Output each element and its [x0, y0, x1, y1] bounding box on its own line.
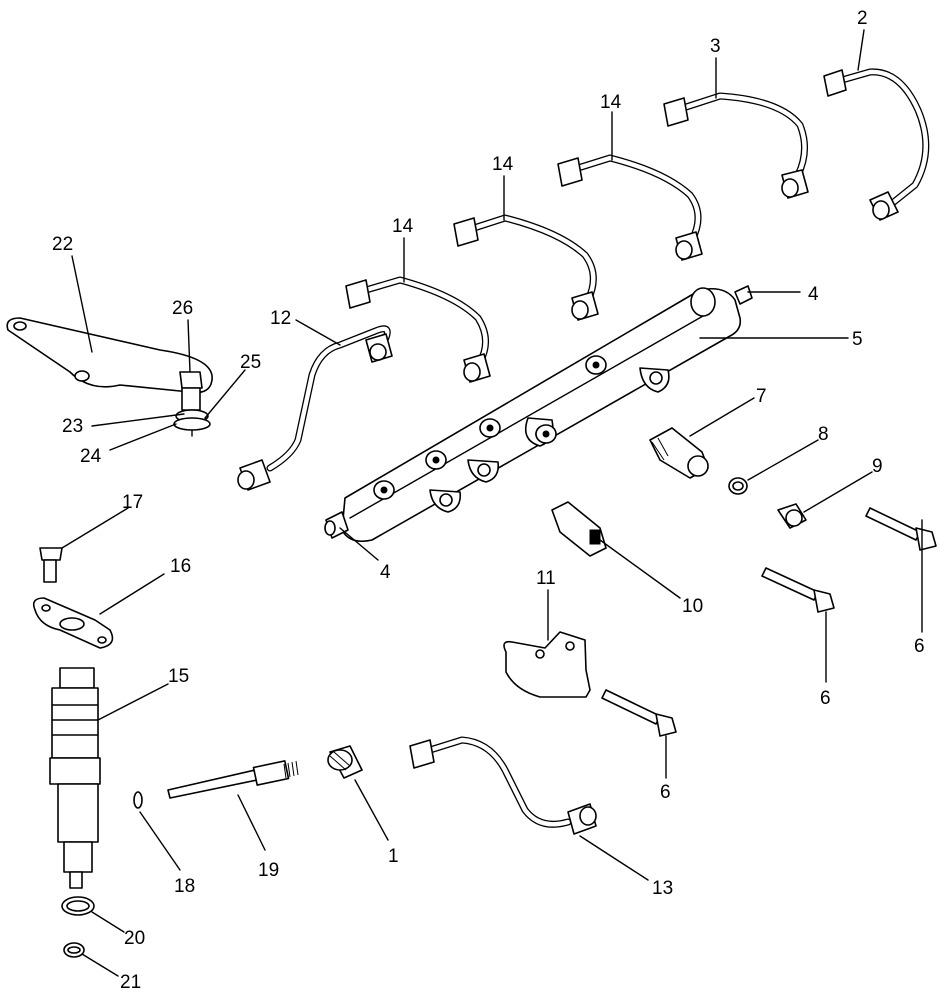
bolt-6-lower [601, 689, 677, 737]
leader-lines [61, 29, 923, 977]
oring-18 [133, 791, 143, 809]
callout-3: 3 [710, 36, 721, 57]
bolt-17 [39, 547, 63, 583]
callout-6: 6 [914, 636, 925, 657]
callout-14: 14 [492, 154, 514, 175]
fuel-line-14-c [557, 154, 703, 261]
washer-8-hole [732, 481, 744, 491]
callout-15: 15 [168, 666, 189, 687]
callout-13: 13 [652, 878, 673, 899]
injector-15 [49, 667, 101, 889]
plug-9 [777, 503, 807, 529]
callout-17: 17 [122, 492, 143, 513]
callout-20: 20 [124, 928, 145, 949]
bracket-11 [503, 631, 591, 698]
fuel-line-12 [237, 325, 393, 491]
callout-25: 25 [240, 352, 261, 373]
callout-23: 23 [62, 416, 83, 437]
callout-26: 26 [172, 298, 193, 319]
clamp-16 [32, 597, 114, 649]
fitting-1 [327, 745, 363, 779]
bolt-6-middle [761, 567, 835, 613]
callout-16: 16 [170, 556, 191, 577]
washer-21-inner [67, 946, 81, 954]
seal-20-inner [66, 900, 90, 912]
callout-24: 24 [80, 446, 102, 467]
callout-18: 18 [174, 876, 195, 897]
callout-6: 6 [660, 782, 671, 803]
fuel-line-3 [663, 92, 809, 199]
callout-9: 9 [872, 456, 883, 477]
sensor-10 [551, 501, 607, 557]
callout-14: 14 [392, 216, 414, 237]
sensor-7 [649, 427, 709, 479]
callout-21: 21 [120, 972, 141, 993]
callout-4: 4 [808, 284, 819, 305]
fuel-rail-5 [324, 285, 753, 543]
connector-tube-19 [167, 760, 299, 799]
callout-6: 6 [820, 688, 831, 709]
bolt-6-right [865, 507, 937, 551]
callout-8: 8 [818, 424, 829, 445]
callout-11: 11 [536, 568, 556, 589]
callout-4: 4 [380, 562, 391, 583]
callout-14: 14 [600, 92, 622, 113]
bracket-22 [6, 317, 213, 437]
callout-5: 5 [852, 329, 863, 350]
callout-12: 12 [270, 308, 291, 329]
callout-1: 1 [388, 846, 399, 867]
callout-7: 7 [756, 386, 767, 407]
fuel-line-13 [409, 736, 597, 835]
callout-2: 2 [857, 8, 868, 29]
callout-10: 10 [682, 596, 703, 617]
fuel-line-14-b [453, 214, 599, 321]
fuel-line-14-a [345, 276, 491, 383]
fuel-line-2 [823, 68, 930, 221]
callout-labels: 2 3 14 14 14 4 5 22 26 12 25 23 24 7 8 9… [52, 8, 925, 993]
callout-19: 19 [258, 860, 279, 881]
callout-22: 22 [52, 234, 73, 255]
